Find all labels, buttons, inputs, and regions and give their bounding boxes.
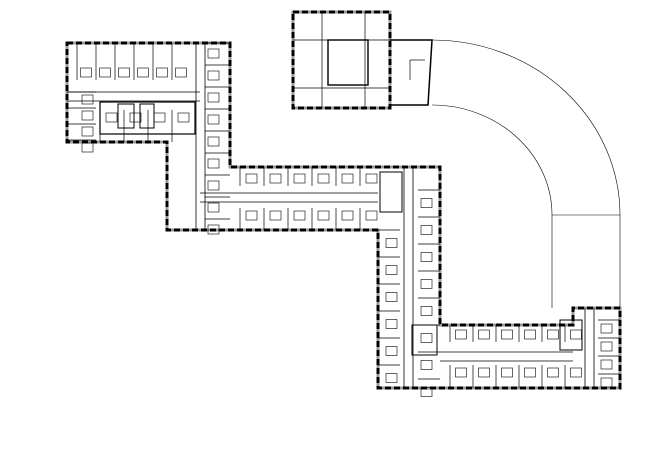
furniture-bed (420, 225, 433, 235)
furniture-bed (293, 173, 306, 184)
furniture-bed (455, 367, 467, 378)
furniture (80, 48, 613, 397)
furniture-bed (600, 377, 613, 388)
furniture-bed (524, 329, 536, 340)
furniture-bed (317, 210, 330, 221)
furniture-bed (501, 329, 513, 340)
furniture-bed (81, 94, 94, 105)
furniture-bed (81, 110, 94, 121)
furniture-bed (341, 210, 354, 221)
furniture-bed (156, 67, 168, 78)
furniture-bed (81, 126, 94, 137)
furniture-bed (420, 360, 433, 370)
furniture-bed (547, 367, 559, 378)
furniture-bed (293, 210, 306, 221)
furniture-bed (207, 158, 220, 169)
furniture-bed (269, 210, 282, 221)
furniture-bed (600, 323, 613, 334)
furniture-bed (245, 173, 258, 184)
furniture-bed (365, 173, 378, 184)
furniture-bed (105, 112, 118, 123)
core-top-building (327, 39, 369, 86)
furniture-bed (207, 224, 220, 235)
furniture-bed (99, 67, 111, 78)
furniture-bed (501, 367, 513, 378)
elevator (117, 103, 135, 129)
furniture-bed (207, 48, 220, 59)
furniture-bed (455, 329, 467, 340)
furniture-bed (269, 173, 282, 184)
furniture-bed (245, 210, 258, 221)
furniture-bed (385, 292, 398, 302)
furniture-bed (385, 265, 398, 275)
furniture-bed (420, 198, 433, 208)
furniture-bed (570, 329, 582, 340)
furniture-bed (478, 329, 490, 340)
furniture-bed (207, 136, 220, 147)
furniture-bed (317, 173, 330, 184)
furniture-bed (175, 67, 187, 78)
furniture-bed (385, 373, 398, 383)
furniture-bed (600, 359, 613, 370)
interior-walls (67, 12, 620, 388)
facade-outline-dashed (291, 10, 392, 110)
furniture-bed (177, 112, 190, 123)
furniture-bed (207, 114, 220, 125)
furniture-bed (118, 67, 130, 78)
furniture-bed (524, 367, 536, 378)
furniture-bed (420, 306, 433, 316)
furniture-bed (365, 210, 378, 221)
facade-outline (65, 41, 622, 390)
stair-core (379, 171, 403, 213)
furniture-bed (129, 112, 142, 123)
facade-outline (291, 10, 392, 110)
furniture-bed (570, 367, 582, 378)
furniture-bed (341, 173, 354, 184)
core (99, 101, 196, 135)
furniture-bed (207, 70, 220, 81)
facade-outline-dashed (65, 41, 622, 390)
furniture-bed (420, 333, 433, 343)
furniture-bed (81, 142, 94, 153)
furniture-bed (420, 387, 433, 397)
furniture-bed (80, 67, 92, 78)
elevator (139, 103, 155, 129)
furniture-bed (207, 202, 220, 213)
furniture-bed (547, 329, 559, 340)
furniture-bed (420, 252, 433, 262)
furniture-bed (385, 319, 398, 329)
furniture-bed (153, 112, 166, 123)
stair-core (411, 324, 438, 356)
furniture-bed (385, 346, 398, 356)
furniture-bed (385, 238, 398, 248)
furniture-bed (478, 367, 490, 378)
stair-core (559, 319, 583, 351)
facade-walls (65, 10, 622, 390)
furniture-bed (600, 341, 613, 352)
annex-outline (390, 39, 433, 106)
furniture-bed (207, 180, 220, 191)
furniture-bed (207, 92, 220, 103)
furniture-bed (420, 279, 433, 289)
furniture-bed (137, 67, 149, 78)
curved-canopy (431, 39, 621, 308)
